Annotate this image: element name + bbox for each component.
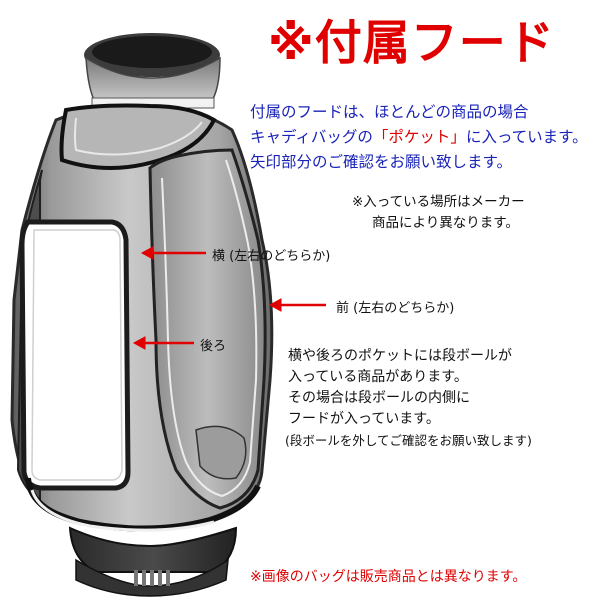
label-front: 前 (左右のどちらか) xyxy=(336,301,455,316)
page-title: ※付属フード xyxy=(268,16,555,71)
info-line-3: その場合は段ボールの内側に xyxy=(288,390,470,406)
location-note-line-1: ※入っている場所はメーカー xyxy=(352,194,525,210)
intro-text: 付属のフードは、ほとんどの商品の場合 キャディバッグの「ポケット」に入っています… xyxy=(250,100,600,175)
pocket-highlight: 「ポケット」 xyxy=(372,128,466,146)
back-arrow-head xyxy=(132,336,146,350)
info-line-5: (段ボールを外してご確認をお願い致します) xyxy=(285,433,532,448)
intro-line-1: 付属のフードは、ほとんどの商品の場合 xyxy=(250,103,529,121)
intro-line-2-prefix: キャディバッグの xyxy=(250,128,373,146)
intro-line-3: 矢印部分のご確認をお願い致します。 xyxy=(250,153,512,171)
info-line-4: フードが入っています。 xyxy=(288,411,440,427)
label-side: 横 (左右のどちらか) xyxy=(212,249,331,264)
info-line-1: 横や後ろのポケットには段ボールが xyxy=(288,348,512,364)
side-pocket xyxy=(148,148,267,510)
label-back: 後ろ xyxy=(200,339,227,354)
cardboard-info: 横や後ろのポケットには段ボールが 入っている商品があります。 その場合は段ボール… xyxy=(285,346,532,451)
front-arrow-head xyxy=(268,298,282,312)
image-disclaimer: ※画像のバッグは販売商品とは異なります。 xyxy=(250,569,527,585)
location-note-line-2: 商品により異なります。 xyxy=(372,215,519,231)
intro-line-2: キャディバッグの「ポケット」に入っています。 xyxy=(250,125,600,150)
location-note: ※入っている場所はメーカー 商品により異なります。 xyxy=(352,192,525,234)
info-line-2: 入っている商品があります。 xyxy=(288,369,468,385)
front-pocket xyxy=(19,219,131,491)
bag-base xyxy=(68,526,238,573)
side-arrow-head xyxy=(140,246,154,260)
arrows xyxy=(132,246,326,350)
intro-line-2-suffix: に入っています。 xyxy=(465,128,588,146)
